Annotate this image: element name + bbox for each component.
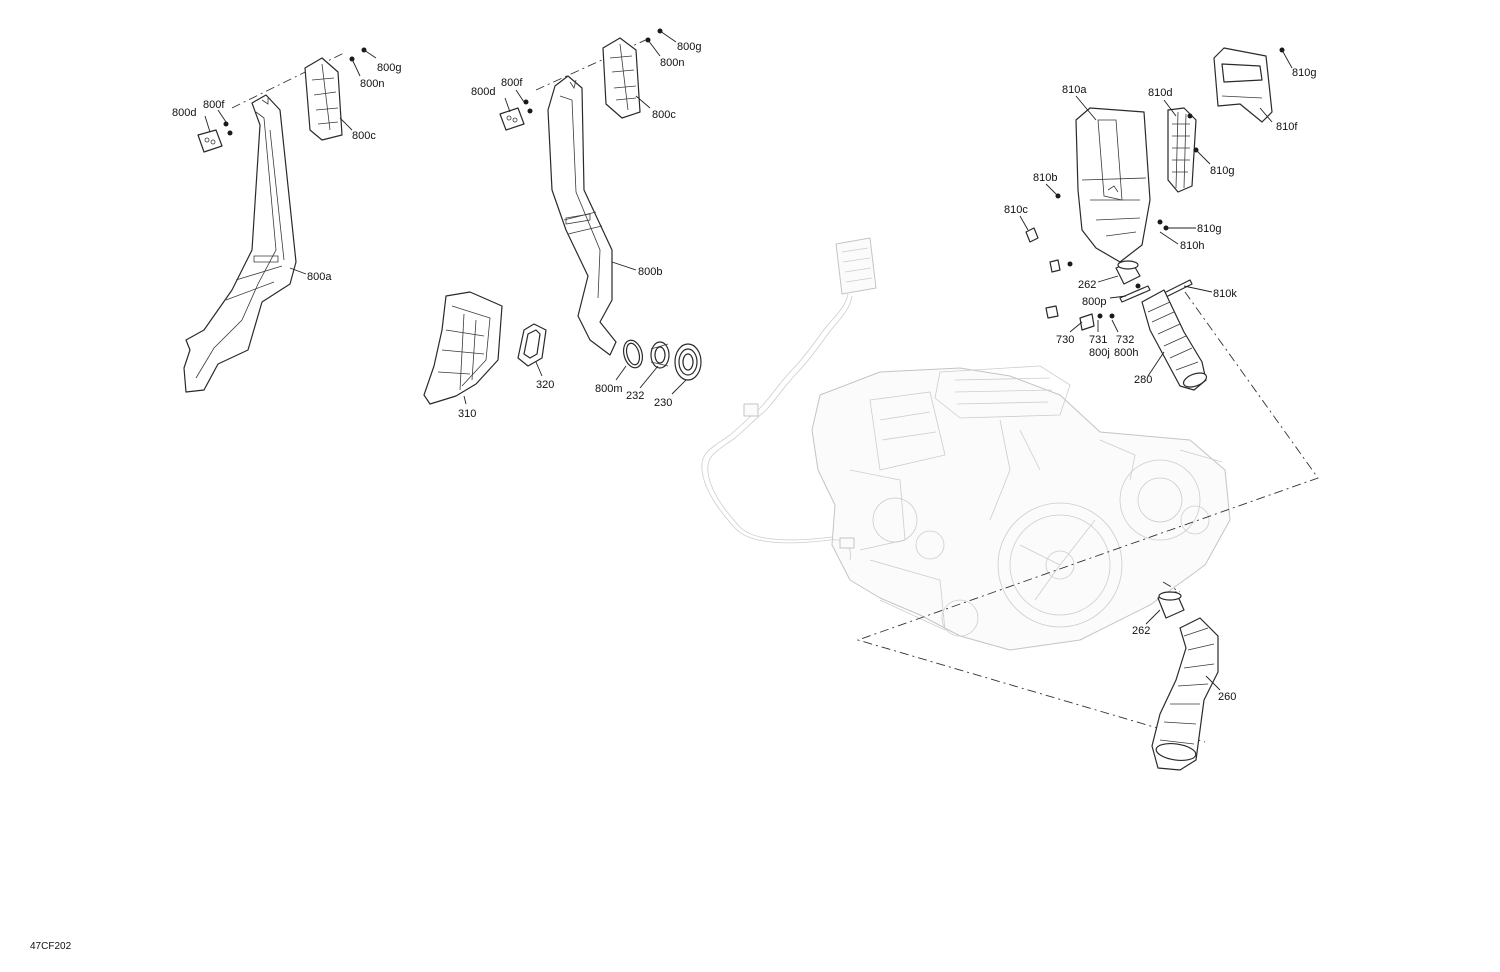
leader-lines [204,30,1293,691]
callout-800m: 800m [595,383,623,395]
callout-800g-a: 800g [377,62,401,74]
callout-810a: 810a [1062,84,1087,96]
part-230-cap [674,343,702,381]
callout-310: 310 [458,408,476,420]
callout-810g-3: 810g [1197,223,1221,235]
drawing-code: 47CF202 [30,941,72,952]
callout-800a: 800a [307,271,332,283]
part-262-boot-top [1115,260,1141,285]
callout-730: 730 [1056,334,1074,346]
part-800c-bracket-b [602,37,641,119]
part-810c-clip [1025,227,1061,273]
callout-810h: 810h [1180,240,1204,252]
callout-732: 732 [1116,334,1134,346]
part-262-boot-bottom [1157,591,1185,619]
part-280-hose [1141,289,1208,391]
part-800p-tie [1119,285,1151,303]
callout-262-top: 262 [1078,279,1096,291]
callout-800c-a: 800c [352,130,376,142]
callout-810g-2: 810g [1210,165,1234,177]
engine-assembly [701,237,1231,651]
callout-230: 230 [654,397,672,409]
callout-800p: 800p [1082,296,1106,308]
callout-260: 260 [1218,691,1236,703]
callout-800d-b: 800d [471,86,495,98]
callout-810d: 810d [1148,87,1172,99]
callout-800n-b: 800n [660,57,684,69]
callout-800j: 800j [1089,347,1110,359]
callout-320: 320 [536,379,554,391]
part-800d-plate-b [499,107,525,131]
callout-810c: 810c [1004,204,1028,216]
part-800c-bracket-a [304,57,343,141]
part-320-gasket [517,323,547,367]
part-260-hose [1151,617,1219,771]
callout-800f-a: 800f [203,99,225,111]
callout-800d-a: 800d [172,107,196,119]
callout-810b: 810b [1033,172,1057,184]
callout-800g-b: 800g [677,41,701,53]
part-800a-duct [183,94,297,393]
part-810d-mesh [1167,107,1197,193]
callout-731: 731 [1089,334,1107,346]
part-810a-housing [1075,107,1151,263]
callout-800f-b: 800f [501,77,523,89]
part-800d-plate-a [197,129,223,153]
callout-800n-a: 800n [360,78,384,90]
part-800b-duct [547,75,617,356]
callout-800h: 800h [1114,347,1138,359]
part-310-panel [423,291,503,405]
part-730-sensor [1045,305,1115,331]
callout-280: 280 [1134,374,1152,386]
callout-810g-1: 810g [1292,67,1316,79]
part-232-adapter [650,341,670,369]
part-810f-frame [1213,47,1273,123]
callout-labels: 800g 800n 800c 800d 800f 800a 800g 800n … [30,41,1316,952]
callout-800c-b: 800c [652,109,676,121]
callout-810f: 810f [1276,121,1298,133]
callout-262-bottom: 262 [1132,625,1150,637]
callout-810k: 810k [1213,288,1237,300]
callout-232: 232 [626,390,644,402]
part-800m-clamp [622,339,644,369]
callout-800b: 800b [638,266,662,278]
hardware-group-a [223,47,367,136]
assembly-dashed-lines [231,37,1319,743]
